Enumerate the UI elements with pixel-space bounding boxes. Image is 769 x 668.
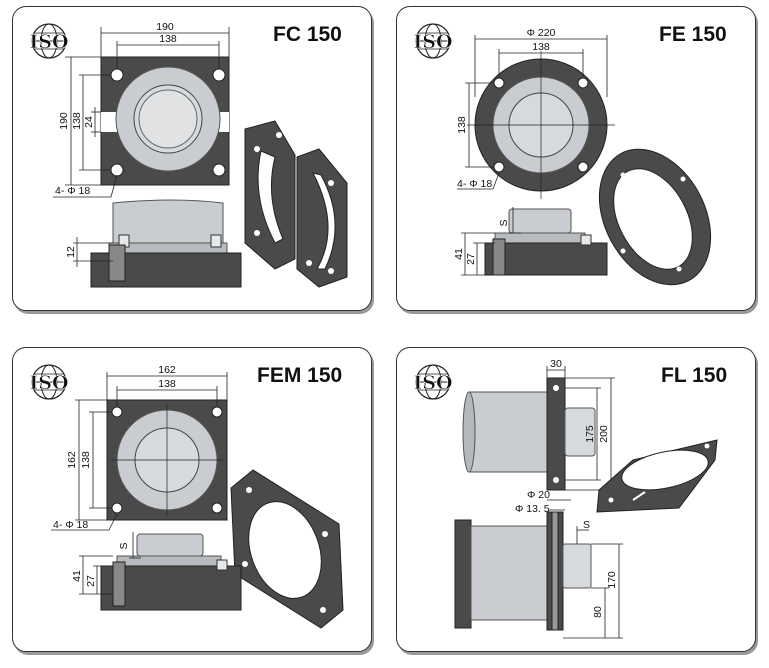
bolt-hole — [110, 68, 124, 82]
base-section — [484, 242, 608, 276]
dim-d135: Φ 13. 5 — [515, 503, 550, 515]
panel-title: FE 150 — [659, 23, 727, 46]
bolt-hole — [111, 502, 123, 514]
iso-logo: ISO — [409, 362, 457, 402]
dim-holes: 4- Φ 18 — [457, 178, 492, 190]
dim-s: S — [583, 519, 590, 531]
dim-170: 170 — [606, 571, 618, 589]
cylinder-side — [136, 533, 204, 557]
dim-width-inner: 138 — [159, 33, 177, 45]
dim-41: 41 — [71, 570, 83, 582]
bolt-hole — [493, 161, 505, 173]
bolt-hole — [111, 406, 123, 418]
dim-41: 41 — [453, 248, 465, 260]
panel-fem150: ISO FEM 150 162 138 162 138 4- Φ 18 — [12, 347, 372, 652]
dim-27: 27 — [465, 253, 477, 265]
mount-wall — [454, 519, 472, 629]
dim-27: 27 — [85, 575, 97, 587]
iso-text: ISO — [29, 31, 68, 53]
dim-width-inner: 138 — [158, 378, 176, 390]
dim-height-inner: 138 — [456, 116, 468, 134]
iso-text: ISO — [413, 31, 452, 53]
base-section — [100, 565, 242, 611]
dim-height-inner: 138 — [71, 112, 83, 130]
panel-fc150: ISO FC 150 190 138 190 138 24 4- Φ 18 — [12, 6, 372, 311]
iso-text: ISO — [413, 372, 452, 394]
panel-fe150: ISO FE 150 Φ 220 138 138 4- Φ 18 — [396, 6, 756, 311]
dim-base: 12 — [65, 246, 77, 258]
dim-diameter: Φ 220 — [527, 27, 556, 39]
split-plate-right — [296, 148, 348, 288]
dim-s: S — [498, 219, 510, 226]
dim-holes: 4- Φ 18 — [53, 519, 88, 531]
dim-height-outer: 162 — [66, 451, 78, 469]
dim-width-outer: 162 — [158, 364, 176, 376]
bolt-hole — [212, 163, 226, 177]
dim-175: 175 — [584, 425, 596, 443]
flange-plate — [546, 377, 566, 491]
dim-s: S — [118, 542, 130, 549]
bolt-hole — [211, 502, 223, 514]
iso-logo: ISO — [25, 21, 73, 61]
dim-d20: Φ 20 — [527, 489, 550, 501]
dim-80: 80 — [592, 606, 604, 618]
base-section — [90, 252, 242, 288]
bolt-hole — [577, 77, 589, 89]
cylinder-side — [508, 208, 572, 234]
cylinder-section — [470, 525, 548, 621]
panel-title: FL 150 — [661, 364, 728, 387]
dim-width-inner: 138 — [532, 41, 550, 53]
dim-height-inner: 138 — [80, 451, 92, 469]
bolt-hole — [110, 163, 124, 177]
fc150-drawing: 190 138 190 138 24 4- Φ 18 12 — [53, 21, 348, 288]
dim-width-outer: 190 — [156, 21, 174, 33]
bolt-hole — [211, 406, 223, 418]
dim-gap: 24 — [83, 116, 95, 128]
dim-holes: 4- Φ 18 — [55, 185, 90, 197]
panel-title: FEM 150 — [257, 364, 343, 387]
fem150-drawing: 162 138 162 138 4- Φ 18 S 41 27 — [51, 364, 344, 629]
iso-text: ISO — [29, 372, 68, 394]
bolt-hole — [493, 77, 505, 89]
iso-logo: ISO — [409, 21, 457, 61]
dim-height-outer: 190 — [58, 112, 70, 130]
bolt-hole — [212, 68, 226, 82]
bolt-hole — [577, 161, 589, 173]
panel-title: FC 150 — [273, 23, 342, 46]
cylinder-side — [464, 391, 548, 473]
fl150-drawing: 30 175 200 Φ 20 Φ 13. 5 S 170 80 — [454, 358, 718, 639]
panel-fl150: ISO FL 150 30 175 200 — [396, 347, 756, 652]
cylinder-side — [112, 199, 224, 246]
dim-200: 200 — [598, 425, 610, 443]
iso-logo: ISO — [25, 362, 73, 402]
dim-width: 30 — [550, 358, 562, 370]
fe150-drawing: Φ 220 138 138 4- Φ 18 S 41 27 — [453, 27, 712, 286]
